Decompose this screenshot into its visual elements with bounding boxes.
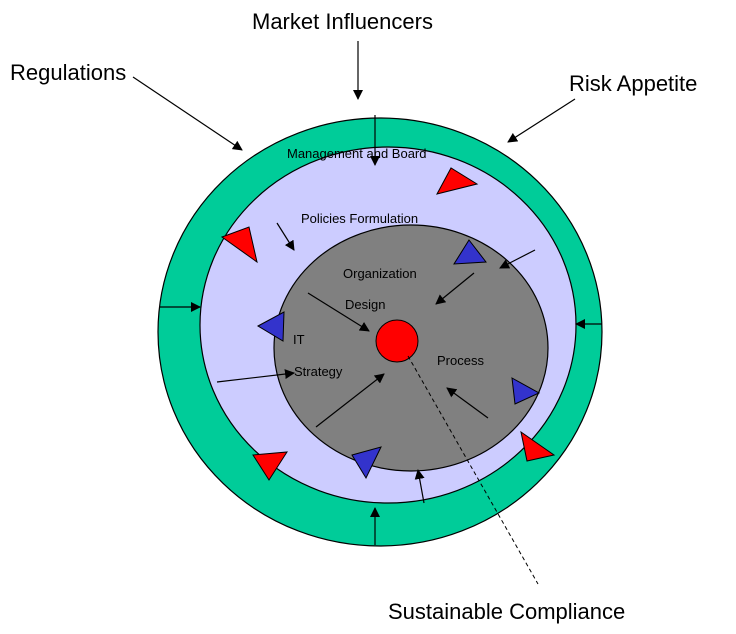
core-arrow-upper-left [307, 292, 370, 332]
middle-arrow-bottom [414, 469, 425, 504]
sustainable-compliance-pointer [407, 355, 539, 585]
blue-triangle-left [256, 311, 285, 342]
strategy-label: Strategy [294, 364, 343, 379]
middle-arrow-left [216, 369, 295, 383]
risk-appetite-arrow [507, 98, 576, 143]
design-label: Design [345, 297, 385, 312]
middle-arrow-upper-left [276, 222, 295, 251]
red-triangle-left [220, 226, 258, 264]
core-arrow-lower-left [315, 373, 385, 428]
risk-appetite-label: Risk Appetite [569, 71, 697, 96]
it-label: IT [293, 332, 305, 347]
management-board-label: Management and Board [287, 146, 426, 161]
red-triangle-top-right [436, 167, 479, 195]
red-triangle-bottom-right [520, 430, 556, 462]
blue-triangle-bottom [351, 446, 382, 480]
core-arrow-upper-right [435, 272, 475, 305]
sustainable-compliance-label: Sustainable Compliance [388, 599, 625, 624]
regulations-label: Regulations [10, 60, 126, 85]
organization-label: Organization [343, 266, 417, 281]
core-arrow-lower-right [446, 387, 489, 419]
blue-triangle-top [453, 239, 487, 265]
red-triangle-bottom-left [252, 451, 288, 481]
middle-arrow-upper-right [499, 249, 536, 269]
market-influencers-label: Market Influencers [252, 9, 433, 34]
process-label: Process [437, 353, 484, 368]
blue-triangle-right [511, 377, 541, 405]
policies-formulation-label: Policies Formulation [301, 211, 418, 226]
regulations-arrow [132, 76, 243, 151]
center-dot [375, 319, 419, 363]
